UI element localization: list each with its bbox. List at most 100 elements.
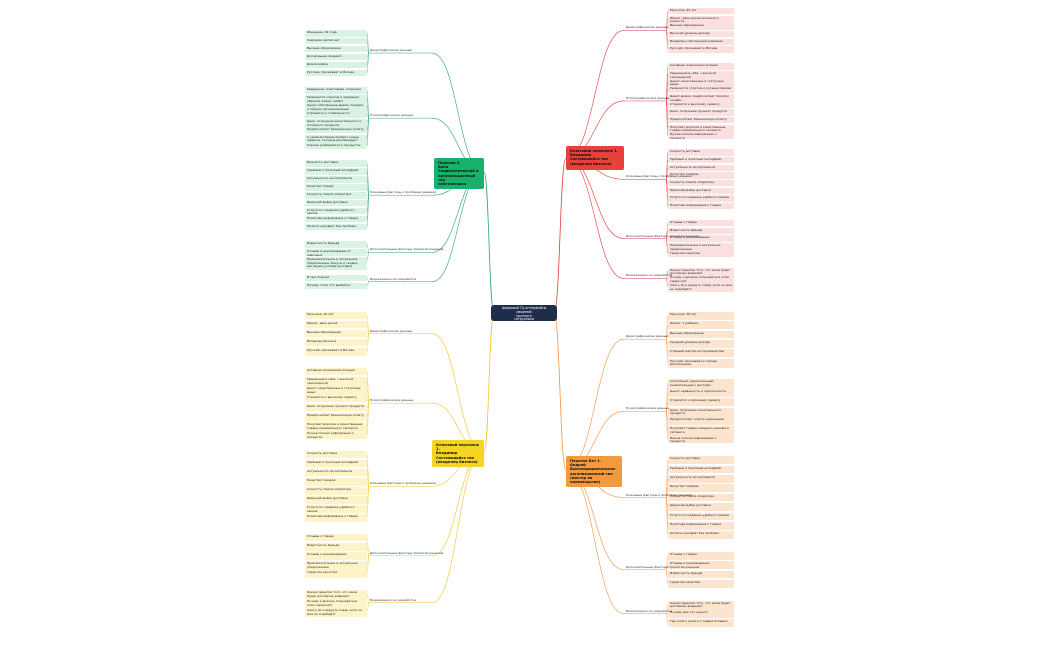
section-label[interactable]: Ключевые факторы и проблемы решения	[370, 190, 437, 195]
leaf-node[interactable]: Скорость ответа оператора	[305, 192, 367, 199]
leaf-node[interactable]: Известность бренда	[668, 227, 734, 235]
leaf-node[interactable]: Какие гарантии того, что заказ будет дос…	[668, 267, 734, 277]
leaf-node[interactable]: Средний уровень дохода	[668, 340, 734, 348]
leaf-node[interactable]: Почему стоит это выбрать?	[305, 282, 367, 290]
section-label[interactable]: Дополнительные факторы принятия решения	[370, 550, 444, 555]
leaf-node[interactable]: Качество товаров	[668, 172, 734, 179]
section-label[interactable]: Демографические данные	[626, 25, 668, 30]
central-topic[interactable]: Цифровой ТЦ интерфейсы решений крупного …	[491, 305, 557, 321]
section-label[interactable]: Психографические данные	[626, 95, 670, 100]
leaf-node[interactable]: Качество товаров	[305, 478, 367, 486]
section-label[interactable]: Демографические данные	[370, 328, 412, 333]
leaf-node[interactable]: Скорость ответа оператора	[305, 487, 367, 495]
leaf-node[interactable]: Удобный и понятный интерфейс	[668, 465, 734, 474]
section-label[interactable]: Возражения и их разработка	[626, 608, 673, 613]
leaf-node[interactable]: Женщина, 34 года	[305, 30, 367, 37]
leaf-node[interactable]: Ценит качественные и статусные вещи	[668, 78, 734, 88]
section-label[interactable]: Возражения и их разработка	[370, 276, 417, 281]
leaf-node[interactable]: Владелец собственной компании	[668, 38, 734, 46]
leaf-node[interactable]: Высокий уровень дохода	[668, 31, 734, 38]
leaf-node[interactable]: Русский, проживает в городе-миллионнике	[668, 358, 734, 369]
leaf-node[interactable]: Увлекается спортом и путешествиями	[668, 86, 734, 93]
leaf-node[interactable]: Русская, проживает в Москве	[305, 69, 367, 77]
leaf-node[interactable]: Ценит качественные и статусные вещи	[305, 386, 367, 396]
leaf-node[interactable]: Уверенная, позитивная, открытая	[305, 87, 367, 94]
leaf-node[interactable]: Предпочитает безналичную оплату	[305, 413, 367, 421]
leaf-node[interactable]: Предпочитает оплату наличными	[668, 416, 734, 425]
leaf-node[interactable]: Нужна полная информация о продукте	[305, 431, 367, 439]
leaf-node[interactable]: Широкий выбор доставки	[668, 187, 734, 195]
leaf-node[interactable]: Отзывы и рекомендации	[668, 561, 734, 569]
section-label[interactable]: Ключевые факторы и проблемы решения	[626, 174, 693, 179]
leaf-node[interactable]: Оплата и возврат без проблем	[668, 531, 734, 539]
leaf-node[interactable]: Мужчина, 45 лет	[305, 312, 367, 320]
leaf-node[interactable]: Известность бренда	[305, 543, 367, 551]
leaf-node[interactable]: Стремится к высокому сервису	[305, 395, 367, 403]
leaf-node[interactable]: Актуальность ассортимента	[305, 469, 367, 477]
leaf-node[interactable]: Смогу ли я вернуть товар, если он мне не…	[668, 283, 734, 293]
leaf-node[interactable]: Отзывы о товаре	[668, 220, 734, 227]
leaf-node[interactable]: Важность доставки	[305, 160, 367, 167]
leaf-node[interactable]: Отзывы и рекомендации	[305, 552, 367, 560]
leaf-node[interactable]: Услуга по созданию удобного заказа	[668, 195, 734, 202]
leaf-node[interactable]: Гарантия качества	[668, 580, 734, 588]
leaf-node[interactable]: Цель: получение лучшего продукта	[668, 109, 734, 116]
leaf-node[interactable]: Гарантия качества	[668, 250, 734, 258]
leaf-node[interactable]: Известность бренда	[668, 570, 734, 579]
leaf-node[interactable]: Цель: получение качественного и полезног…	[305, 118, 367, 129]
leaf-node[interactable]: Понятная информация о товаре	[668, 203, 734, 210]
section-label[interactable]: Психографические данные	[370, 398, 414, 403]
leaf-node[interactable]: Известность бренда	[305, 241, 367, 248]
leaf-node[interactable]: Оплата и возврат без проблем	[305, 223, 367, 231]
leaf-node[interactable]: Стремится к стабильности	[305, 111, 367, 118]
section-label[interactable]: Психографические данные	[370, 113, 414, 118]
leaf-node[interactable]: Замужем, детей нет	[305, 37, 367, 45]
leaf-node[interactable]: Удобный и понятный интерфейс	[305, 168, 367, 175]
section-label[interactable]: Дополнительные факторы принятия решения	[626, 233, 700, 238]
leaf-node[interactable]: Покупает дорогие и качественные товары п…	[668, 124, 734, 134]
leaf-node[interactable]: Высшее образование	[305, 330, 367, 338]
leaf-node[interactable]: Домохозяйка	[305, 61, 367, 69]
leaf-node[interactable]: Доход выше среднего	[305, 53, 367, 61]
leaf-node[interactable]: Цель: получение качественного продукта	[668, 407, 734, 417]
leaf-node[interactable]: Широкий выбор доставки	[305, 199, 367, 207]
leaf-node[interactable]: Актуальность ассортимента	[668, 164, 734, 172]
leaf-node[interactable]: Высшее образование	[668, 23, 734, 30]
leaf-node[interactable]: Удобный и понятный интерфейс	[305, 460, 367, 468]
leaf-node[interactable]: Отзывы и рекомендации от знакомых	[305, 249, 367, 256]
leaf-node[interactable]: Удобный и понятный интерфейс	[668, 157, 734, 164]
leaf-node[interactable]: Высшее образование	[668, 330, 734, 339]
leaf-node[interactable]: Скорость ответа оператора	[668, 493, 734, 502]
leaf-node[interactable]: Спокойный, рациональный, внимательный к …	[668, 379, 734, 389]
leaf-node[interactable]: Стремится к хорошему сервису	[668, 398, 734, 406]
leaf-node[interactable]: Женат, двое детей	[305, 321, 367, 329]
leaf-node[interactable]: Услуга по созданию удобного заказа	[668, 512, 734, 521]
persona-node-orange[interactable]: Персона Бет 1. Андрей Высокорациональное…	[566, 456, 622, 488]
leaf-node[interactable]: Предпочитает безналичную оплату	[305, 126, 367, 134]
leaf-node[interactable]: Мужчина, 38 лет	[668, 312, 734, 320]
leaf-node[interactable]: Нужна полная информация о продукте	[668, 132, 734, 139]
leaf-node[interactable]: Услуга по созданию удобного заказа	[305, 505, 367, 513]
leaf-node[interactable]: Привлекательное и актуальное предложение	[668, 243, 734, 253]
leaf-node[interactable]: Уверенный в себе, с высокой самооценкой	[305, 377, 367, 387]
section-label[interactable]: Демографические данные	[370, 48, 412, 53]
leaf-node[interactable]: Скорость ответа оператора	[668, 180, 734, 187]
leaf-node[interactable]: Качество товаров	[668, 484, 734, 493]
leaf-node[interactable]: Цель: получение лучшего продукта	[305, 404, 367, 412]
leaf-node[interactable]: Стремится к высокому сервису	[668, 101, 734, 109]
leaf-node[interactable]: Почему мне это нужно?	[668, 610, 734, 618]
leaf-node[interactable]: Владелец бизнеса	[305, 339, 367, 347]
leaf-node[interactable]: Понятная информация о товаре	[305, 514, 367, 522]
leaf-node[interactable]: Привлекательное и актуальное предложение	[305, 561, 367, 571]
section-label[interactable]: Дополнительные факторы принятия решения	[370, 247, 444, 252]
leaf-node[interactable]: Услуга по созданию удобного заказа	[305, 207, 367, 215]
leaf-node[interactable]: Понятная информация о товаре	[668, 521, 734, 530]
leaf-node[interactable]: Старший мастер на производстве	[668, 349, 734, 358]
section-label[interactable]: Возражения и их разработка	[370, 597, 417, 602]
leaf-node[interactable]: Актуальность ассортимента	[305, 176, 367, 183]
leaf-node[interactable]: Женат, 1 ребёнок	[668, 321, 734, 330]
leaf-node[interactable]: Смогу ли я вернуть товар, если он мне не…	[305, 608, 367, 618]
leaf-node[interactable]: Русский, проживает в Москве	[668, 46, 734, 53]
leaf-node[interactable]: Широкий выбор доставки	[305, 496, 367, 504]
leaf-node[interactable]: Гарантия качества	[305, 570, 367, 578]
